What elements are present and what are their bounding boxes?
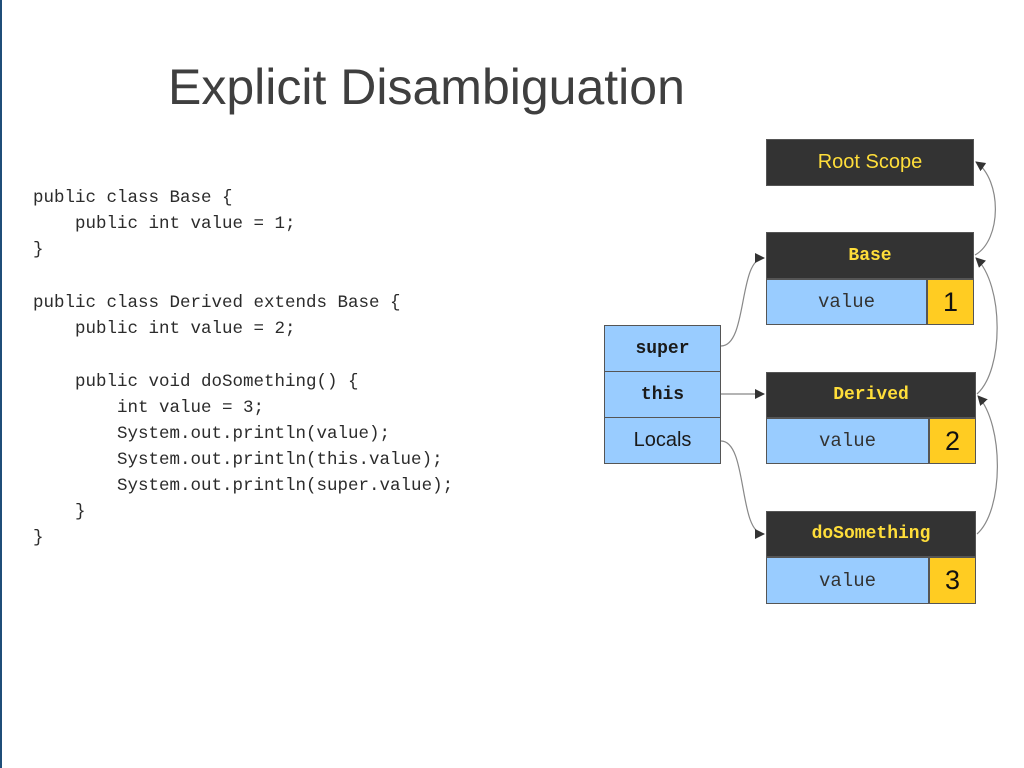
- base-value-field: value: [766, 279, 927, 325]
- derived-scope-header: Derived: [766, 372, 976, 418]
- code-line: System.out.println(super.value);: [33, 476, 454, 496]
- base-value-number: 1: [927, 279, 974, 325]
- dosomething-value-number: 3: [929, 557, 976, 604]
- frame-super-cell: super: [604, 325, 721, 372]
- code-line: System.out.println(this.value);: [33, 450, 443, 470]
- code-line: }: [33, 502, 86, 522]
- super-to-base-arrow: [720, 253, 765, 347]
- code-line: }: [33, 240, 44, 260]
- derived-to-base-arrow: [975, 257, 998, 395]
- code-line: int value = 3;: [33, 398, 265, 418]
- frame-locals-cell: Locals: [604, 417, 721, 464]
- code-line: public class Derived extends Base {: [33, 293, 401, 313]
- base-scope-header: Base: [766, 232, 974, 279]
- code-line: }: [33, 528, 44, 548]
- root-scope-box: Root Scope: [766, 139, 974, 186]
- dosomething-to-derived-arrow: [976, 395, 998, 535]
- base-to-root-arrow: [974, 161, 996, 256]
- derived-value-field: value: [766, 418, 929, 464]
- frame-this-cell: this: [604, 371, 721, 418]
- dosomething-scope-header: doSomething: [766, 511, 976, 557]
- locals-to-dosomething-arrow: [720, 440, 765, 539]
- code-line: public int value = 2;: [33, 319, 296, 339]
- slide-edge: [0, 0, 2, 768]
- dosomething-value-field: value: [766, 557, 929, 604]
- code-line: public class Base {: [33, 188, 233, 208]
- slide-title: Explicit Disambiguation: [168, 59, 685, 115]
- code-line: public void doSomething() {: [33, 372, 359, 392]
- code-line: System.out.println(value);: [33, 424, 391, 444]
- derived-value-number: 2: [929, 418, 976, 464]
- code-line: public int value = 1;: [33, 214, 296, 234]
